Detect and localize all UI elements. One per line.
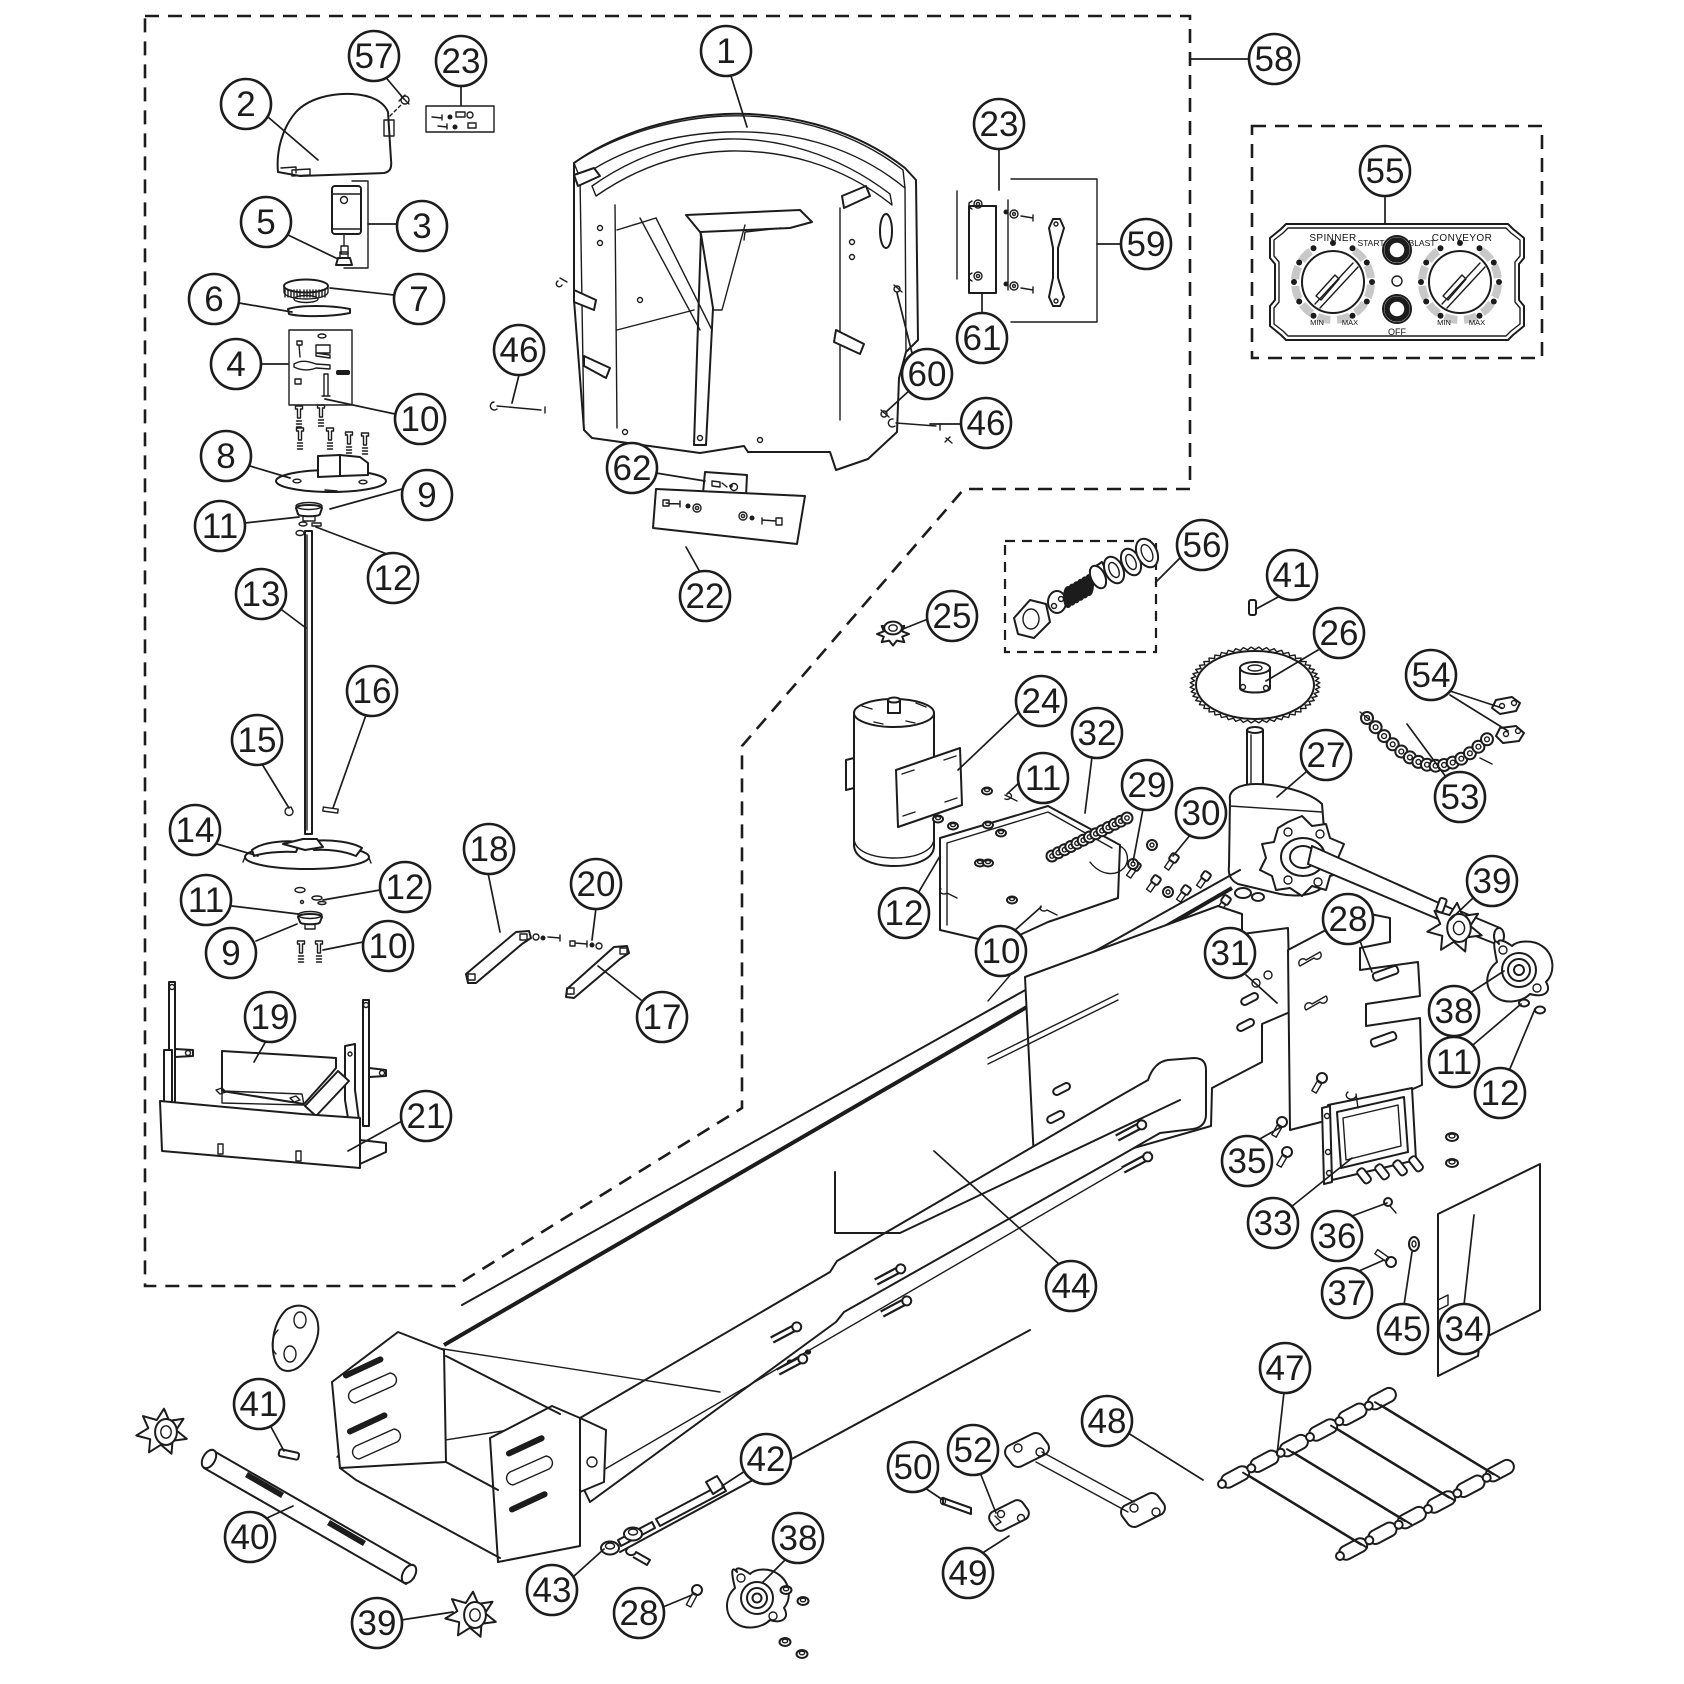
svg-text:20: 20	[577, 865, 616, 904]
svg-text:40: 40	[231, 1518, 270, 1557]
svg-text:16: 16	[353, 672, 392, 711]
svg-text:57: 57	[355, 37, 394, 76]
svg-text:61: 61	[963, 319, 1002, 358]
svg-text:12: 12	[1481, 1074, 1520, 1113]
svg-text:OFF: OFF	[1388, 327, 1406, 337]
svg-text:14: 14	[176, 811, 215, 850]
svg-text:46: 46	[500, 331, 539, 370]
svg-text:31: 31	[1211, 934, 1250, 973]
svg-text:54: 54	[1412, 656, 1451, 695]
svg-text:11: 11	[1436, 1043, 1472, 1082]
svg-text:60: 60	[908, 355, 947, 394]
svg-text:52: 52	[954, 1431, 993, 1470]
svg-text:SPINNER: SPINNER	[1309, 233, 1356, 244]
svg-text:45: 45	[1384, 1310, 1423, 1349]
svg-text:10: 10	[401, 400, 440, 439]
svg-text:10: 10	[369, 927, 408, 966]
svg-text:28: 28	[1329, 900, 1368, 939]
svg-text:41: 41	[240, 1385, 279, 1424]
svg-text:8: 8	[216, 437, 235, 476]
svg-text:15: 15	[238, 721, 277, 760]
svg-text:49: 49	[949, 1554, 988, 1593]
svg-text:22: 22	[686, 577, 725, 616]
svg-text:11: 11	[202, 507, 238, 546]
svg-text:48: 48	[1088, 1402, 1127, 1441]
svg-text:56: 56	[1183, 526, 1222, 565]
svg-text:CONVEYOR: CONVEYOR	[1432, 233, 1492, 244]
svg-text:44: 44	[1052, 1267, 1091, 1306]
svg-text:33: 33	[1254, 1204, 1293, 1243]
svg-text:59: 59	[1127, 225, 1166, 264]
svg-text:32: 32	[1078, 714, 1117, 753]
svg-text:17: 17	[643, 998, 682, 1037]
svg-text:27: 27	[1307, 736, 1346, 775]
svg-text:23: 23	[442, 42, 481, 81]
svg-text:25: 25	[933, 597, 972, 636]
svg-text:START: START	[1357, 238, 1384, 248]
svg-text:53: 53	[1441, 778, 1480, 817]
svg-text:MAX: MAX	[1342, 318, 1358, 327]
svg-text:5: 5	[256, 203, 275, 242]
svg-text:35: 35	[1228, 1142, 1267, 1181]
svg-text:12: 12	[386, 868, 425, 907]
svg-text:43: 43	[533, 1571, 572, 1610]
svg-text:MIN: MIN	[1310, 318, 1324, 327]
svg-text:34: 34	[1445, 1310, 1484, 1349]
svg-text:28: 28	[620, 1594, 659, 1633]
svg-text:7: 7	[409, 280, 428, 319]
svg-text:30: 30	[1182, 794, 1221, 833]
svg-text:3: 3	[412, 207, 431, 246]
svg-text:11: 11	[188, 881, 224, 920]
svg-text:1: 1	[716, 32, 735, 71]
svg-text:13: 13	[242, 575, 281, 614]
svg-text:9: 9	[417, 476, 436, 515]
svg-text:29: 29	[1128, 766, 1167, 805]
svg-text:24: 24	[1022, 682, 1061, 721]
svg-text:39: 39	[358, 1604, 397, 1643]
svg-text:11: 11	[1025, 759, 1061, 798]
svg-text:42: 42	[747, 1440, 786, 1479]
svg-text:46: 46	[967, 404, 1006, 443]
svg-text:2: 2	[236, 85, 255, 124]
svg-text:23: 23	[980, 105, 1019, 144]
svg-text:12: 12	[885, 894, 924, 933]
svg-text:21: 21	[407, 1097, 446, 1136]
svg-text:38: 38	[779, 1519, 818, 1558]
svg-text:37: 37	[1328, 1274, 1367, 1313]
svg-text:47: 47	[1266, 1349, 1305, 1388]
svg-text:62: 62	[613, 449, 652, 488]
svg-text:41: 41	[1273, 556, 1312, 595]
svg-text:58: 58	[1255, 40, 1294, 79]
svg-text:MAX: MAX	[1469, 318, 1485, 327]
svg-text:26: 26	[1320, 614, 1359, 653]
svg-text:38: 38	[1435, 992, 1474, 1031]
svg-text:6: 6	[204, 280, 223, 319]
svg-text:36: 36	[1318, 1217, 1357, 1256]
svg-text:55: 55	[1366, 152, 1405, 191]
svg-text:10: 10	[982, 932, 1021, 971]
svg-text:MIN: MIN	[1437, 318, 1451, 327]
svg-text:9: 9	[221, 934, 240, 973]
svg-text:39: 39	[1473, 862, 1512, 901]
svg-text:12: 12	[374, 559, 413, 598]
svg-text:BLAST: BLAST	[1409, 238, 1436, 248]
svg-text:50: 50	[894, 1448, 933, 1487]
svg-text:4: 4	[226, 345, 245, 384]
svg-text:19: 19	[251, 998, 290, 1037]
svg-text:18: 18	[470, 830, 509, 869]
